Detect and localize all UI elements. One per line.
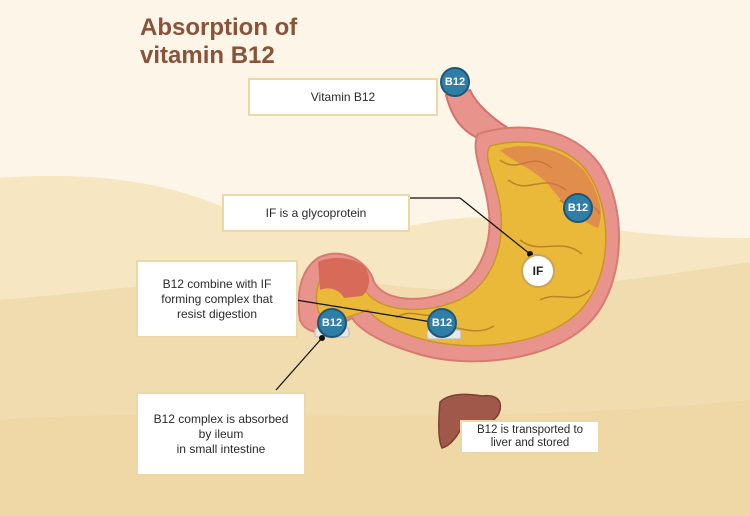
title-line-2: vitamin B12 (140, 42, 275, 69)
leader-dot-absorbed (319, 335, 325, 341)
label-absorbed: B12 complex is absorbed by ileum in smal… (136, 392, 306, 476)
leader-line-absorbed (275, 337, 323, 391)
background-hill-base (0, 400, 750, 516)
stomach-illustration (297, 88, 620, 363)
label-liver: B12 is transported to liver and stored (460, 420, 600, 454)
b12-badge-ileum: B12 (317, 308, 347, 338)
b12-badge-esophagus: B12 (440, 67, 470, 97)
b12-badge-complex: B12 (427, 308, 457, 338)
leader-line-glycoprotein-2 (459, 197, 531, 255)
label-combine: B12 combine with IF forming complex that… (136, 260, 298, 338)
leader-line-combine (295, 299, 433, 323)
label-vitamin-b12: Vitamin B12 (248, 78, 438, 116)
if-badge: IF (521, 254, 555, 288)
title-line-1: Absorption of (140, 14, 298, 41)
page-title: Absorption of vitamin B12 (140, 14, 297, 70)
label-glycoprotein: IF is a glycoprotein (222, 194, 410, 232)
pylorus (318, 257, 370, 298)
b12-badge-stomach-wall: B12 (563, 193, 593, 223)
